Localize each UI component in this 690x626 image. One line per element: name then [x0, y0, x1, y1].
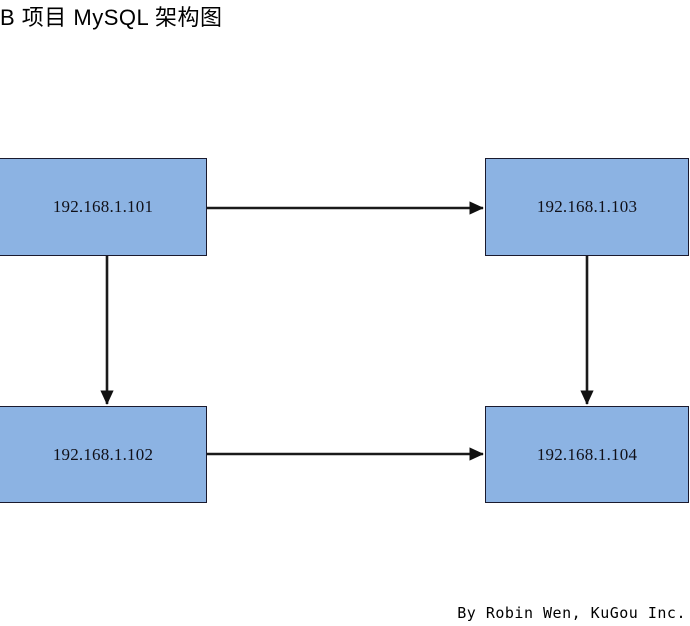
page-title: B 项目 MySQL 架构图 [0, 5, 223, 30]
node-192-168-1-103[interactable]: 192.168.1.103 [485, 158, 689, 256]
node-label: 192.168.1.104 [536, 444, 638, 464]
node-192-168-1-101[interactable]: 192.168.1.101 [0, 158, 207, 256]
node-192-168-1-102[interactable]: 192.168.1.102 [0, 406, 207, 503]
node-label: 192.168.1.102 [52, 444, 154, 464]
node-label: 192.168.1.103 [536, 197, 638, 216]
node-192-168-1-104[interactable]: 192.168.1.104 [485, 406, 689, 503]
footer-credit: By Robin Wen, KuGou Inc. [457, 604, 686, 622]
node-label: 192.168.1.101 [52, 197, 154, 216]
